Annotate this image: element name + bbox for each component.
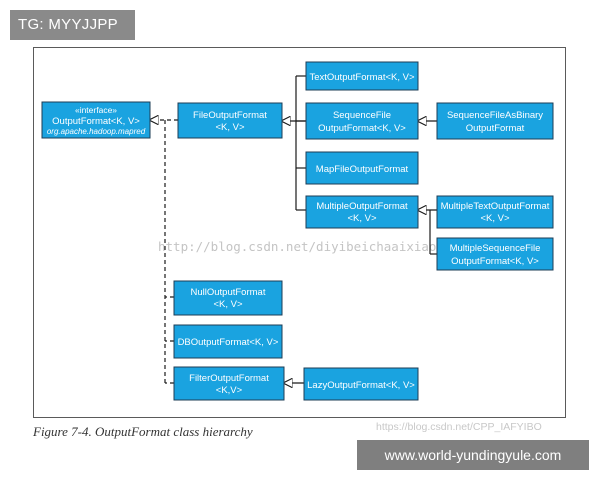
node-map-file-output-format: MapFileOutputFormat [305, 151, 419, 185]
node-multiple-text-output-format: MultipleTextOutputFormat <K, V> [436, 195, 554, 229]
node-filter-output-format-line2: <K,V> [216, 385, 243, 396]
top-tag: TG: MYYJJPP [10, 10, 135, 40]
node-multiple-output-format-line1: MultipleOutputFormat [316, 201, 408, 212]
node-multiple-text-output-format-line2: <K, V> [480, 213, 509, 224]
node-db-output-format-line1: DBOutputFormat<K, V> [178, 337, 279, 348]
figure-caption: Figure 7-4. OutputFormat class hierarchy [33, 424, 253, 439]
node-output-format-name: OutputFormat<K, V> [52, 116, 140, 127]
node-multiple-text-output-format-line1: MultipleTextOutputFormat [441, 201, 550, 212]
node-text-output-format: TextOutputFormat<K, V> [305, 61, 419, 91]
node-file-output-format-line2: <K, V> [215, 122, 244, 133]
node-sequence-file-output-format-line2: OutputFormat<K, V> [318, 123, 406, 134]
node-lazy-output-format-line1: LazyOutputFormat<K, V> [307, 380, 415, 391]
node-output-format: «interface» OutputFormat<K, V> org.apach… [41, 101, 151, 139]
diagram-frame [33, 47, 566, 418]
node-null-output-format: NullOutputFormat <K, V> [173, 280, 283, 316]
node-multiple-sequence-file-line1: MultipleSequenceFile [450, 243, 541, 254]
node-filter-output-format-line1: FilterOutputFormat [189, 373, 269, 384]
node-sequence-file-as-binary-line2: OutputFormat [466, 123, 525, 134]
node-output-format-package: org.apache.hadoop.mapred [47, 127, 146, 136]
watermark-text: http://blog.csdn.net/diyibeichaaixiao [158, 239, 436, 254]
corner-watermark: https://blog.csdn.net/CPP_IAFYIBO [376, 421, 542, 433]
node-map-file-output-format-line1: MapFileOutputFormat [316, 164, 409, 175]
node-sequence-file-output-format: SequenceFile OutputFormat<K, V> [305, 102, 419, 140]
node-sequence-file-output-format-line1: SequenceFile [333, 110, 391, 121]
node-null-output-format-line2: <K, V> [213, 299, 242, 310]
bottom-site-banner: www.world-yundingyule.com [357, 440, 589, 470]
node-multiple-output-format: MultipleOutputFormat <K, V> [305, 195, 419, 229]
node-text-output-format-line1: TextOutputFormat<K, V> [309, 72, 415, 83]
node-multiple-output-format-line2: <K, V> [347, 213, 376, 224]
node-file-output-format-line1: FileOutputFormat [193, 110, 267, 121]
node-db-output-format: DBOutputFormat<K, V> [173, 324, 283, 359]
node-multiple-sequence-file-line2: OutputFormat<K, V> [451, 256, 539, 267]
node-sequence-file-as-binary-line1: SequenceFileAsBinary [447, 110, 543, 121]
node-lazy-output-format: LazyOutputFormat<K, V> [303, 367, 419, 401]
node-multiple-sequence-file: MultipleSequenceFile OutputFormat<K, V> [436, 237, 554, 271]
node-sequence-file-as-binary: SequenceFileAsBinary OutputFormat [436, 102, 554, 140]
node-filter-output-format: FilterOutputFormat <K,V> [173, 366, 285, 401]
connectors [150, 75, 437, 383]
node-null-output-format-line1: NullOutputFormat [191, 287, 266, 298]
node-file-output-format: FileOutputFormat <K, V> [177, 102, 283, 139]
node-output-format-stereotype: «interface» [75, 105, 117, 115]
